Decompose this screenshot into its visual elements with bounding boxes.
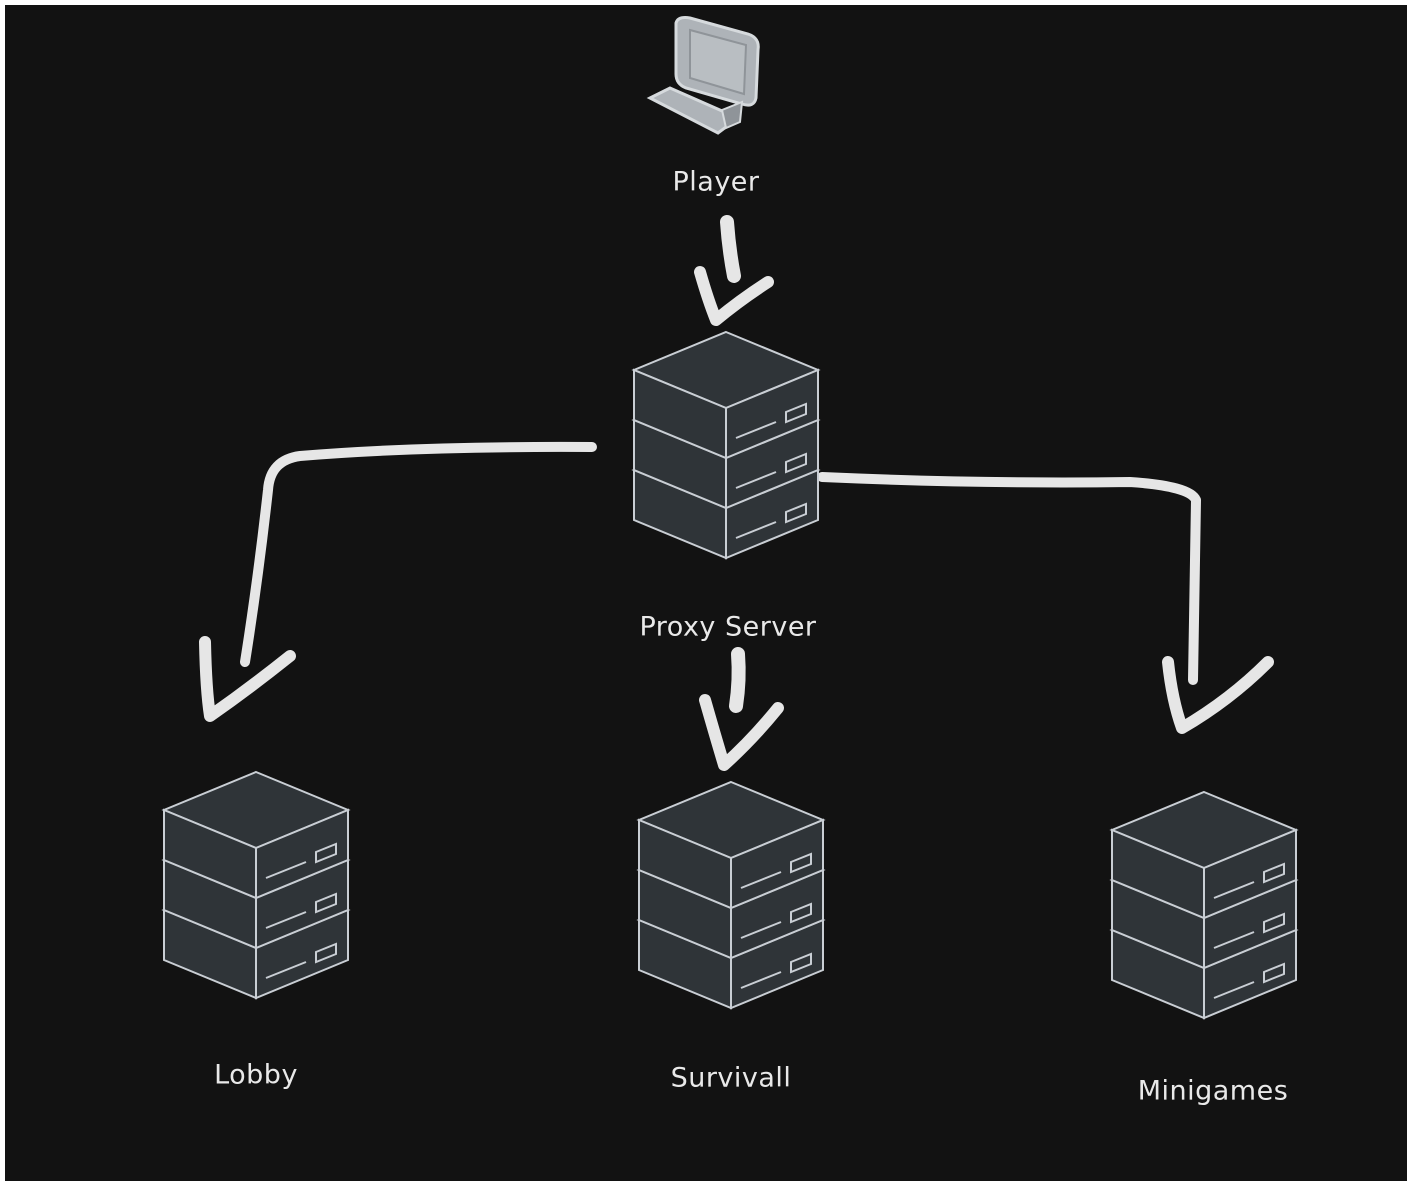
arrow-proxy-to-survival	[699, 647, 784, 771]
arrow-proxy-to-minigames	[817, 472, 1274, 734]
server-stack-icon	[633, 331, 819, 559]
lobby-label: Lobby	[214, 1059, 298, 1091]
proxy-server-label: Proxy Server	[639, 611, 817, 643]
server-stack-icon	[1111, 791, 1297, 1019]
survival-label: Survivall	[670, 1062, 792, 1094]
server-stack-icon	[163, 771, 349, 999]
diagram-canvas: Player Proxy Server Lobby Survivall Mini…	[5, 5, 1407, 1181]
computer-icon	[646, 16, 760, 135]
arrow-player-to-proxy	[694, 215, 774, 326]
server-stack-icon	[638, 781, 824, 1009]
player-label: Player	[672, 166, 760, 198]
arrow-proxy-to-lobby	[199, 441, 597, 722]
minigames-label: Minigames	[1137, 1075, 1289, 1107]
